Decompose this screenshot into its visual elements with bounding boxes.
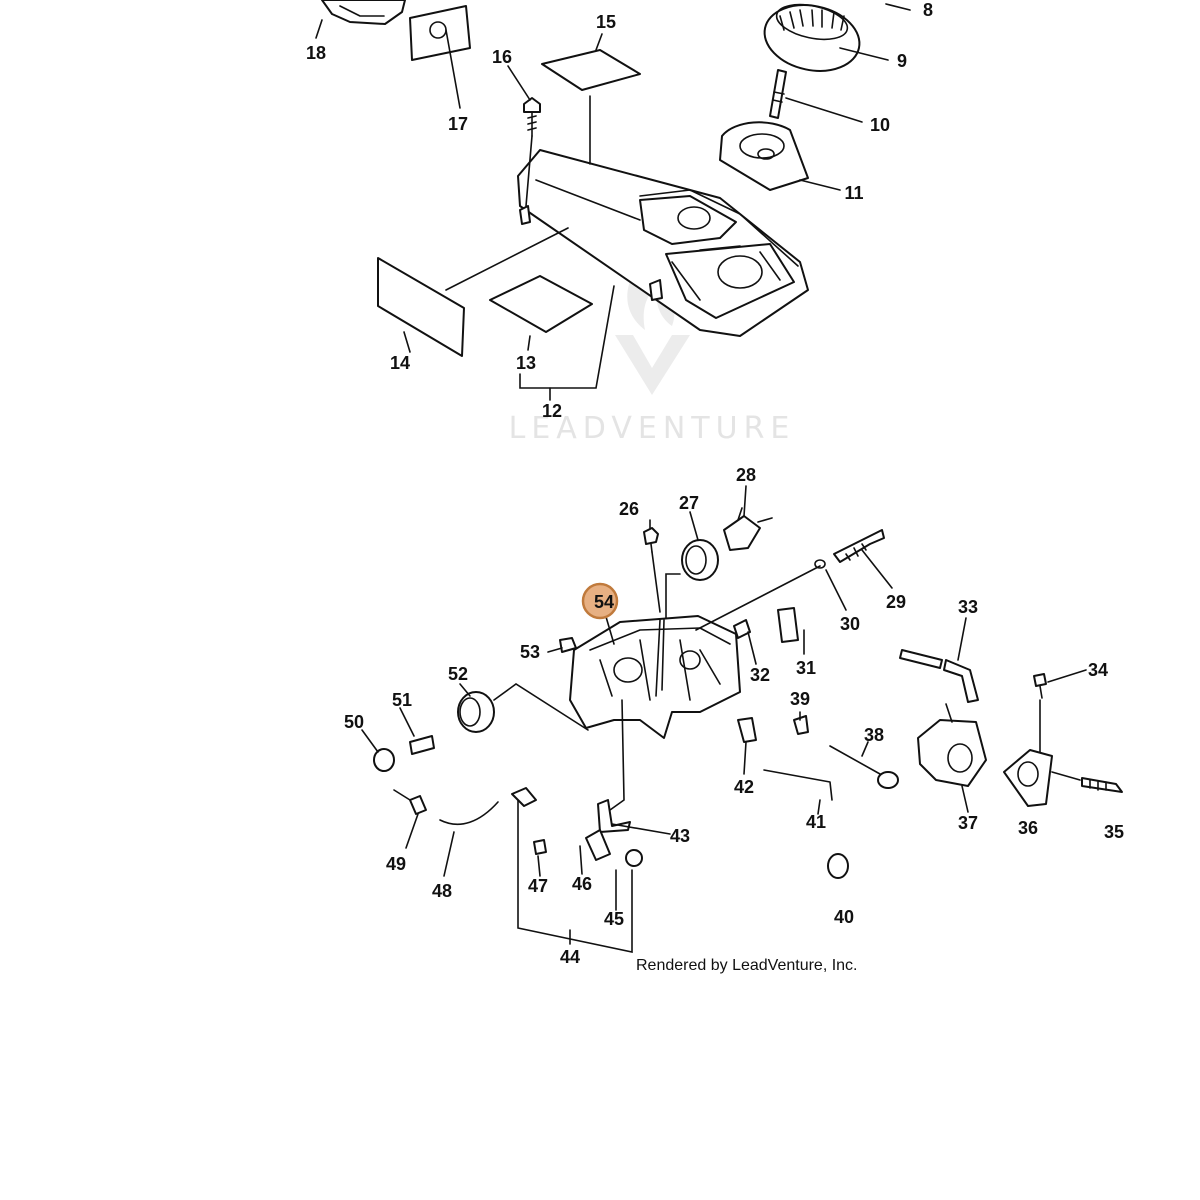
part-housing-stud: [649, 279, 663, 301]
callout-14[interactable]: 14: [390, 353, 410, 373]
callout-17[interactable]: 17: [448, 114, 468, 134]
part-48-cable: [439, 801, 499, 826]
callout-46[interactable]: 46: [572, 874, 592, 894]
callout-33[interactable]: 33: [958, 597, 978, 617]
watermark-text: LEADVENTURE: [509, 411, 796, 446]
part-31-plate: [777, 607, 799, 643]
part-52-mount: [457, 691, 495, 733]
part-40-knob: [827, 853, 849, 879]
part-37-carburetor: [917, 703, 987, 787]
callout-29[interactable]: 29: [886, 592, 906, 612]
callout-10[interactable]: 10: [870, 115, 890, 135]
lower-leader-lines: [361, 485, 1087, 953]
part-34-screw: [1033, 673, 1047, 699]
callout-41[interactable]: 41: [806, 812, 826, 832]
part-17-gasket: [409, 5, 471, 61]
callout-28[interactable]: 28: [736, 465, 756, 485]
part-43-lever: [597, 799, 631, 833]
callout-12[interactable]: 12: [542, 401, 562, 421]
callout-26[interactable]: 26: [619, 499, 639, 519]
part-16-screw: [523, 97, 541, 137]
callout-11[interactable]: 11: [844, 183, 863, 203]
credit-text: Rendered by LeadVenture, Inc.: [636, 957, 858, 974]
callout-9[interactable]: 9: [897, 51, 907, 71]
callout-49[interactable]: 49: [386, 854, 406, 874]
callout-50[interactable]: 50: [344, 712, 364, 732]
callout-45[interactable]: 45: [604, 909, 624, 929]
callout-35[interactable]: 35: [1104, 822, 1124, 842]
part-44-switch: [511, 787, 537, 807]
callout-27[interactable]: 27: [679, 493, 699, 513]
callout-13[interactable]: 13: [516, 353, 536, 373]
callout-31[interactable]: 31: [796, 658, 816, 678]
callout-32[interactable]: 32: [750, 665, 770, 685]
part-13-pad: [489, 275, 593, 333]
part-46-washer: [585, 829, 611, 861]
part-housing-pin: [519, 205, 531, 225]
callout-42[interactable]: 42: [734, 777, 754, 797]
callout-53[interactable]: 53: [520, 642, 540, 662]
callout-38[interactable]: 38: [864, 725, 884, 745]
callout-39[interactable]: 39: [790, 689, 810, 709]
part-14-sheet: [377, 257, 465, 357]
part-42-bracket: [737, 717, 757, 743]
part-39-clip: [793, 715, 809, 735]
part-27-mount: [681, 539, 719, 581]
callout-18[interactable]: 18: [306, 43, 326, 63]
part-10-stud: [769, 69, 787, 119]
callout-30[interactable]: 30: [840, 614, 860, 634]
part-51-plug: [409, 735, 435, 755]
part-26-screw: [643, 527, 659, 553]
upper-leader-lines: [315, 3, 911, 401]
part-45-nut: [625, 849, 643, 867]
part-38-throttle-rod: [829, 745, 899, 789]
part-15-filter-pad: [541, 49, 641, 91]
callout-15[interactable]: 15: [596, 12, 616, 32]
part-49-connector: [393, 789, 427, 815]
part-35-bolt: [1081, 777, 1123, 793]
callout-labels: 8 9 10 11 12 13 14 15 16 17 18 26 27 28 …: [306, 0, 1124, 967]
part-18-cover: [321, 0, 406, 25]
part-28-valve: [723, 507, 773, 551]
part-11-plate: [719, 121, 809, 191]
part-50-grommet: [373, 748, 395, 772]
part-32-plug: [733, 619, 751, 639]
part-33-hose: [899, 649, 979, 703]
callout-43[interactable]: 43: [670, 826, 690, 846]
part-30-o-ring: [814, 559, 826, 569]
callout-48[interactable]: 48: [432, 881, 452, 901]
watermark: LEADVENTURE: [509, 262, 796, 446]
callout-51[interactable]: 51: [392, 690, 412, 710]
callout-54[interactable]: 54: [594, 592, 614, 612]
highlight-circle[interactable]: [581, 582, 619, 620]
callout-8[interactable]: 8: [923, 0, 933, 20]
callout-52[interactable]: 52: [448, 664, 468, 684]
callout-44[interactable]: 44: [560, 947, 580, 967]
callout-34[interactable]: 34: [1088, 660, 1108, 680]
part-9-air-filter: [763, 3, 861, 72]
callout-36[interactable]: 36: [1018, 818, 1038, 838]
part-air-filter-housing: [517, 149, 809, 337]
part-47-screw: [533, 839, 547, 855]
part-36-cover: [1003, 749, 1053, 807]
callout-16[interactable]: 16: [492, 47, 512, 67]
callout-47[interactable]: 47: [528, 876, 548, 896]
part-29-bolt: [833, 529, 885, 563]
callout-37[interactable]: 37: [958, 813, 978, 833]
part-41-rod: [763, 769, 833, 801]
callout-40[interactable]: 40: [834, 907, 854, 927]
